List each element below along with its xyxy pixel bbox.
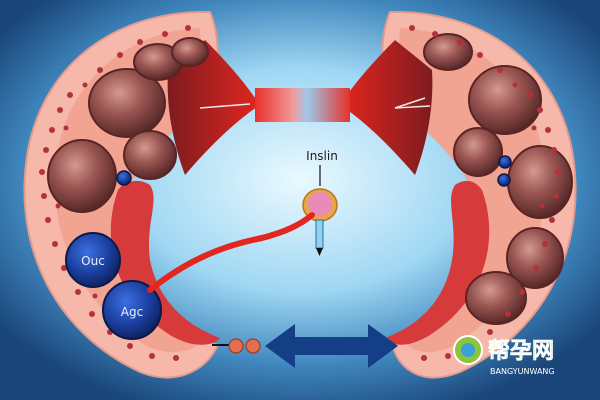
watermark: 帮孕网 BANGYUNWANG xyxy=(453,335,555,376)
right-small-blue-cell-1 xyxy=(498,155,512,169)
red-flow-line xyxy=(147,212,315,293)
right-wedge-line-1 xyxy=(394,97,426,109)
left-organ: Ouc Agc xyxy=(23,10,260,379)
left-lobe-2 xyxy=(47,139,117,213)
right-red-vessel xyxy=(385,180,490,345)
left-blue-cell-lower xyxy=(102,280,162,340)
left-beads xyxy=(39,25,191,361)
top-label: Inslin xyxy=(306,149,338,163)
double-arrow-icon xyxy=(265,324,398,368)
right-lobe-6 xyxy=(465,271,527,325)
insulin-needle xyxy=(315,219,324,249)
left-blue-cell-upper xyxy=(65,232,121,288)
left-lobe-1 xyxy=(88,68,166,138)
left-wedge-line xyxy=(199,103,251,109)
bottom-bead-2 xyxy=(245,338,261,354)
insulin-drop-inner xyxy=(308,192,332,216)
right-small-blue-cell-2 xyxy=(497,173,511,187)
right-organ xyxy=(340,10,577,379)
left-lower-label: Agc xyxy=(121,305,143,319)
left-upper-label: Ouc xyxy=(81,254,105,268)
left-lobe-5 xyxy=(171,37,209,67)
right-red-wedge xyxy=(340,40,433,175)
left-lobe-3 xyxy=(123,130,177,180)
right-lobe-4 xyxy=(423,33,473,71)
right-lobe-5 xyxy=(506,227,564,289)
needle-tip xyxy=(316,248,323,256)
right-lobe-1 xyxy=(468,65,542,135)
right-wedge-line-2 xyxy=(394,105,431,109)
left-small-blue-cell xyxy=(116,170,132,186)
watermark-subtitle: BANGYUNWANG xyxy=(490,367,555,376)
bottom-bead-1 xyxy=(228,338,244,354)
right-lobe-3 xyxy=(453,127,503,177)
watermark-brand: 帮孕网 xyxy=(488,338,554,364)
central-tube xyxy=(255,88,350,122)
